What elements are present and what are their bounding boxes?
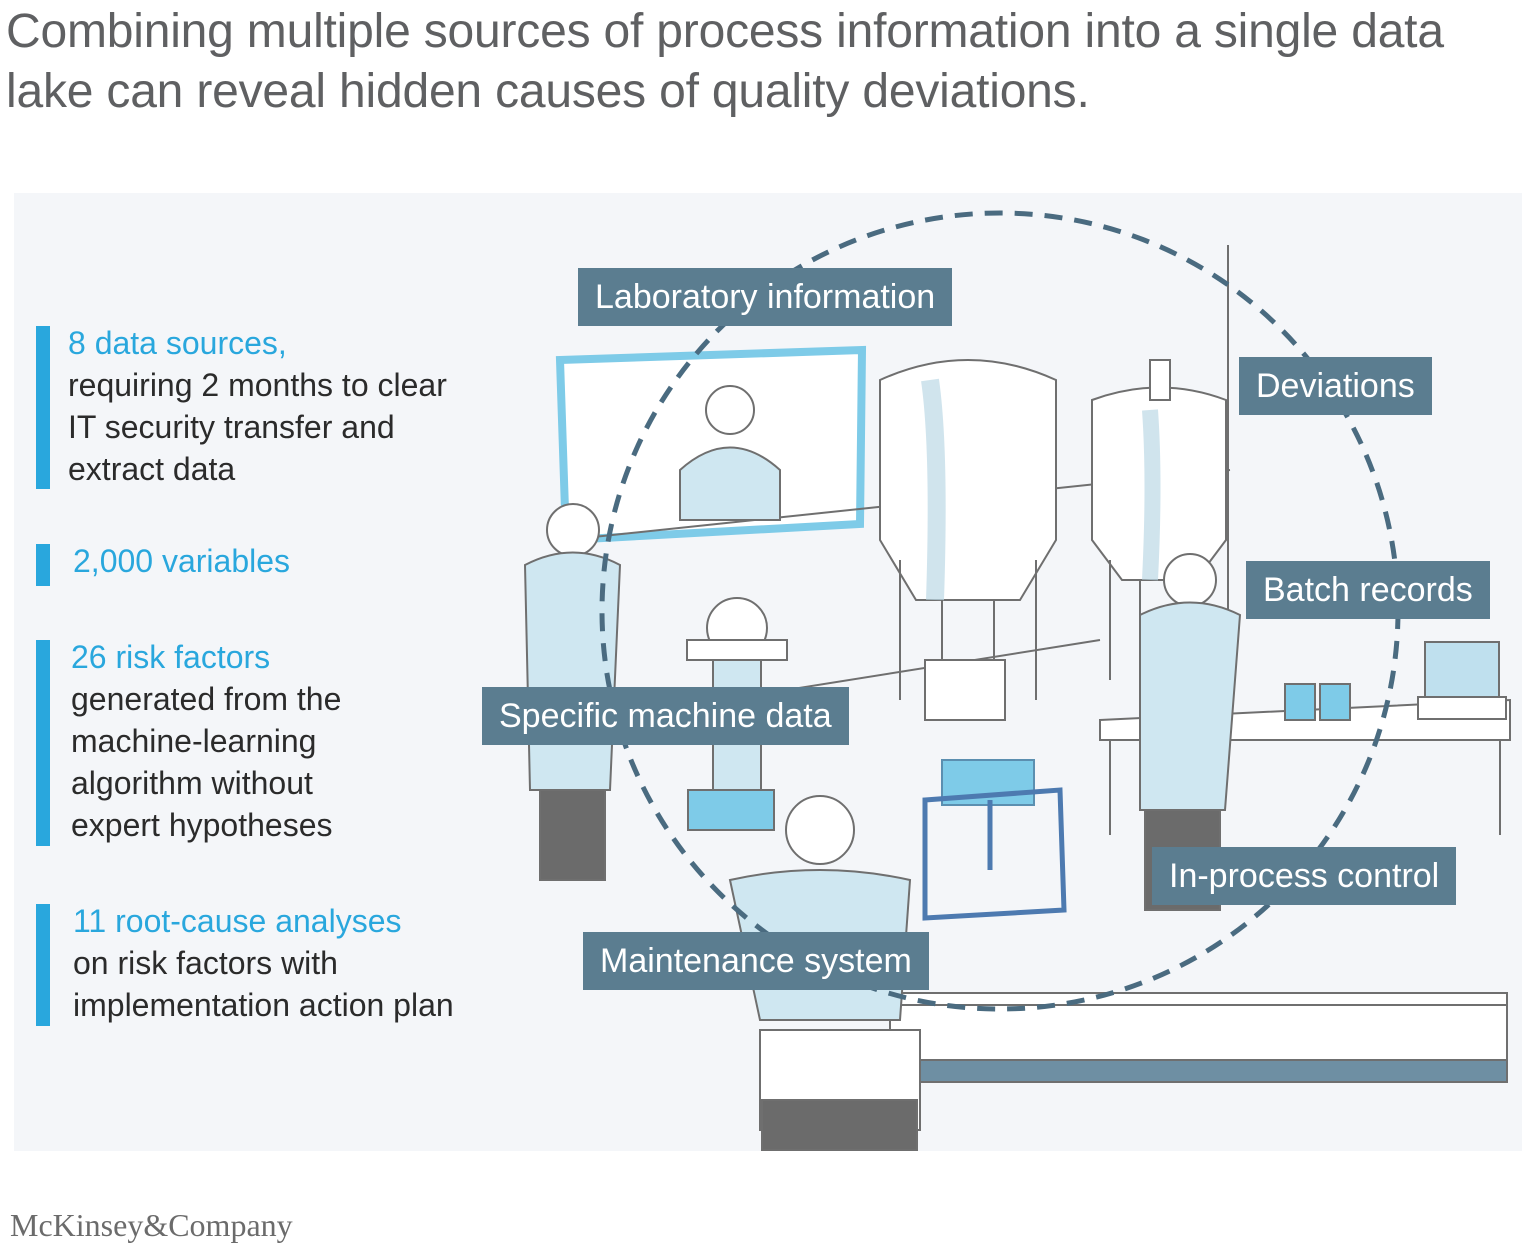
lab-window — [555, 345, 867, 545]
headline: Combining multiple sources of process in… — [6, 5, 1444, 118]
scale — [686, 597, 788, 831]
tank-1 — [879, 359, 1057, 721]
accent-bar — [36, 640, 50, 846]
mckinsey-logo: McKinsey&Company — [10, 1207, 293, 1243]
scientist-window — [679, 385, 781, 521]
label-batch-records: Batch records — [1246, 561, 1490, 619]
cart — [922, 759, 1067, 921]
stat-body: requiring 2 months to clear IT security … — [68, 367, 447, 487]
stat-body: on risk factors with implementation acti… — [73, 945, 454, 1023]
stat-highlight: 26 risk factors — [71, 639, 271, 675]
accent-bar — [36, 904, 50, 1026]
accent-bar — [36, 544, 50, 586]
label-maintenance-system: Maintenance system — [583, 932, 929, 990]
stat-highlight: 8 data sources, — [68, 325, 287, 361]
stat-highlight: 2,000 variables — [73, 543, 291, 579]
stat-body: generated from the machine-learning algo… — [71, 681, 342, 843]
label-specific-machine-data: Specific machine data — [482, 687, 849, 745]
accent-bar — [36, 326, 50, 489]
label-laboratory-information: Laboratory information — [578, 268, 953, 326]
label-in-process-control: In-process control — [1152, 847, 1457, 905]
stat-highlight: 11 root-cause analyses — [73, 903, 402, 939]
label-deviations: Deviations — [1239, 357, 1432, 415]
